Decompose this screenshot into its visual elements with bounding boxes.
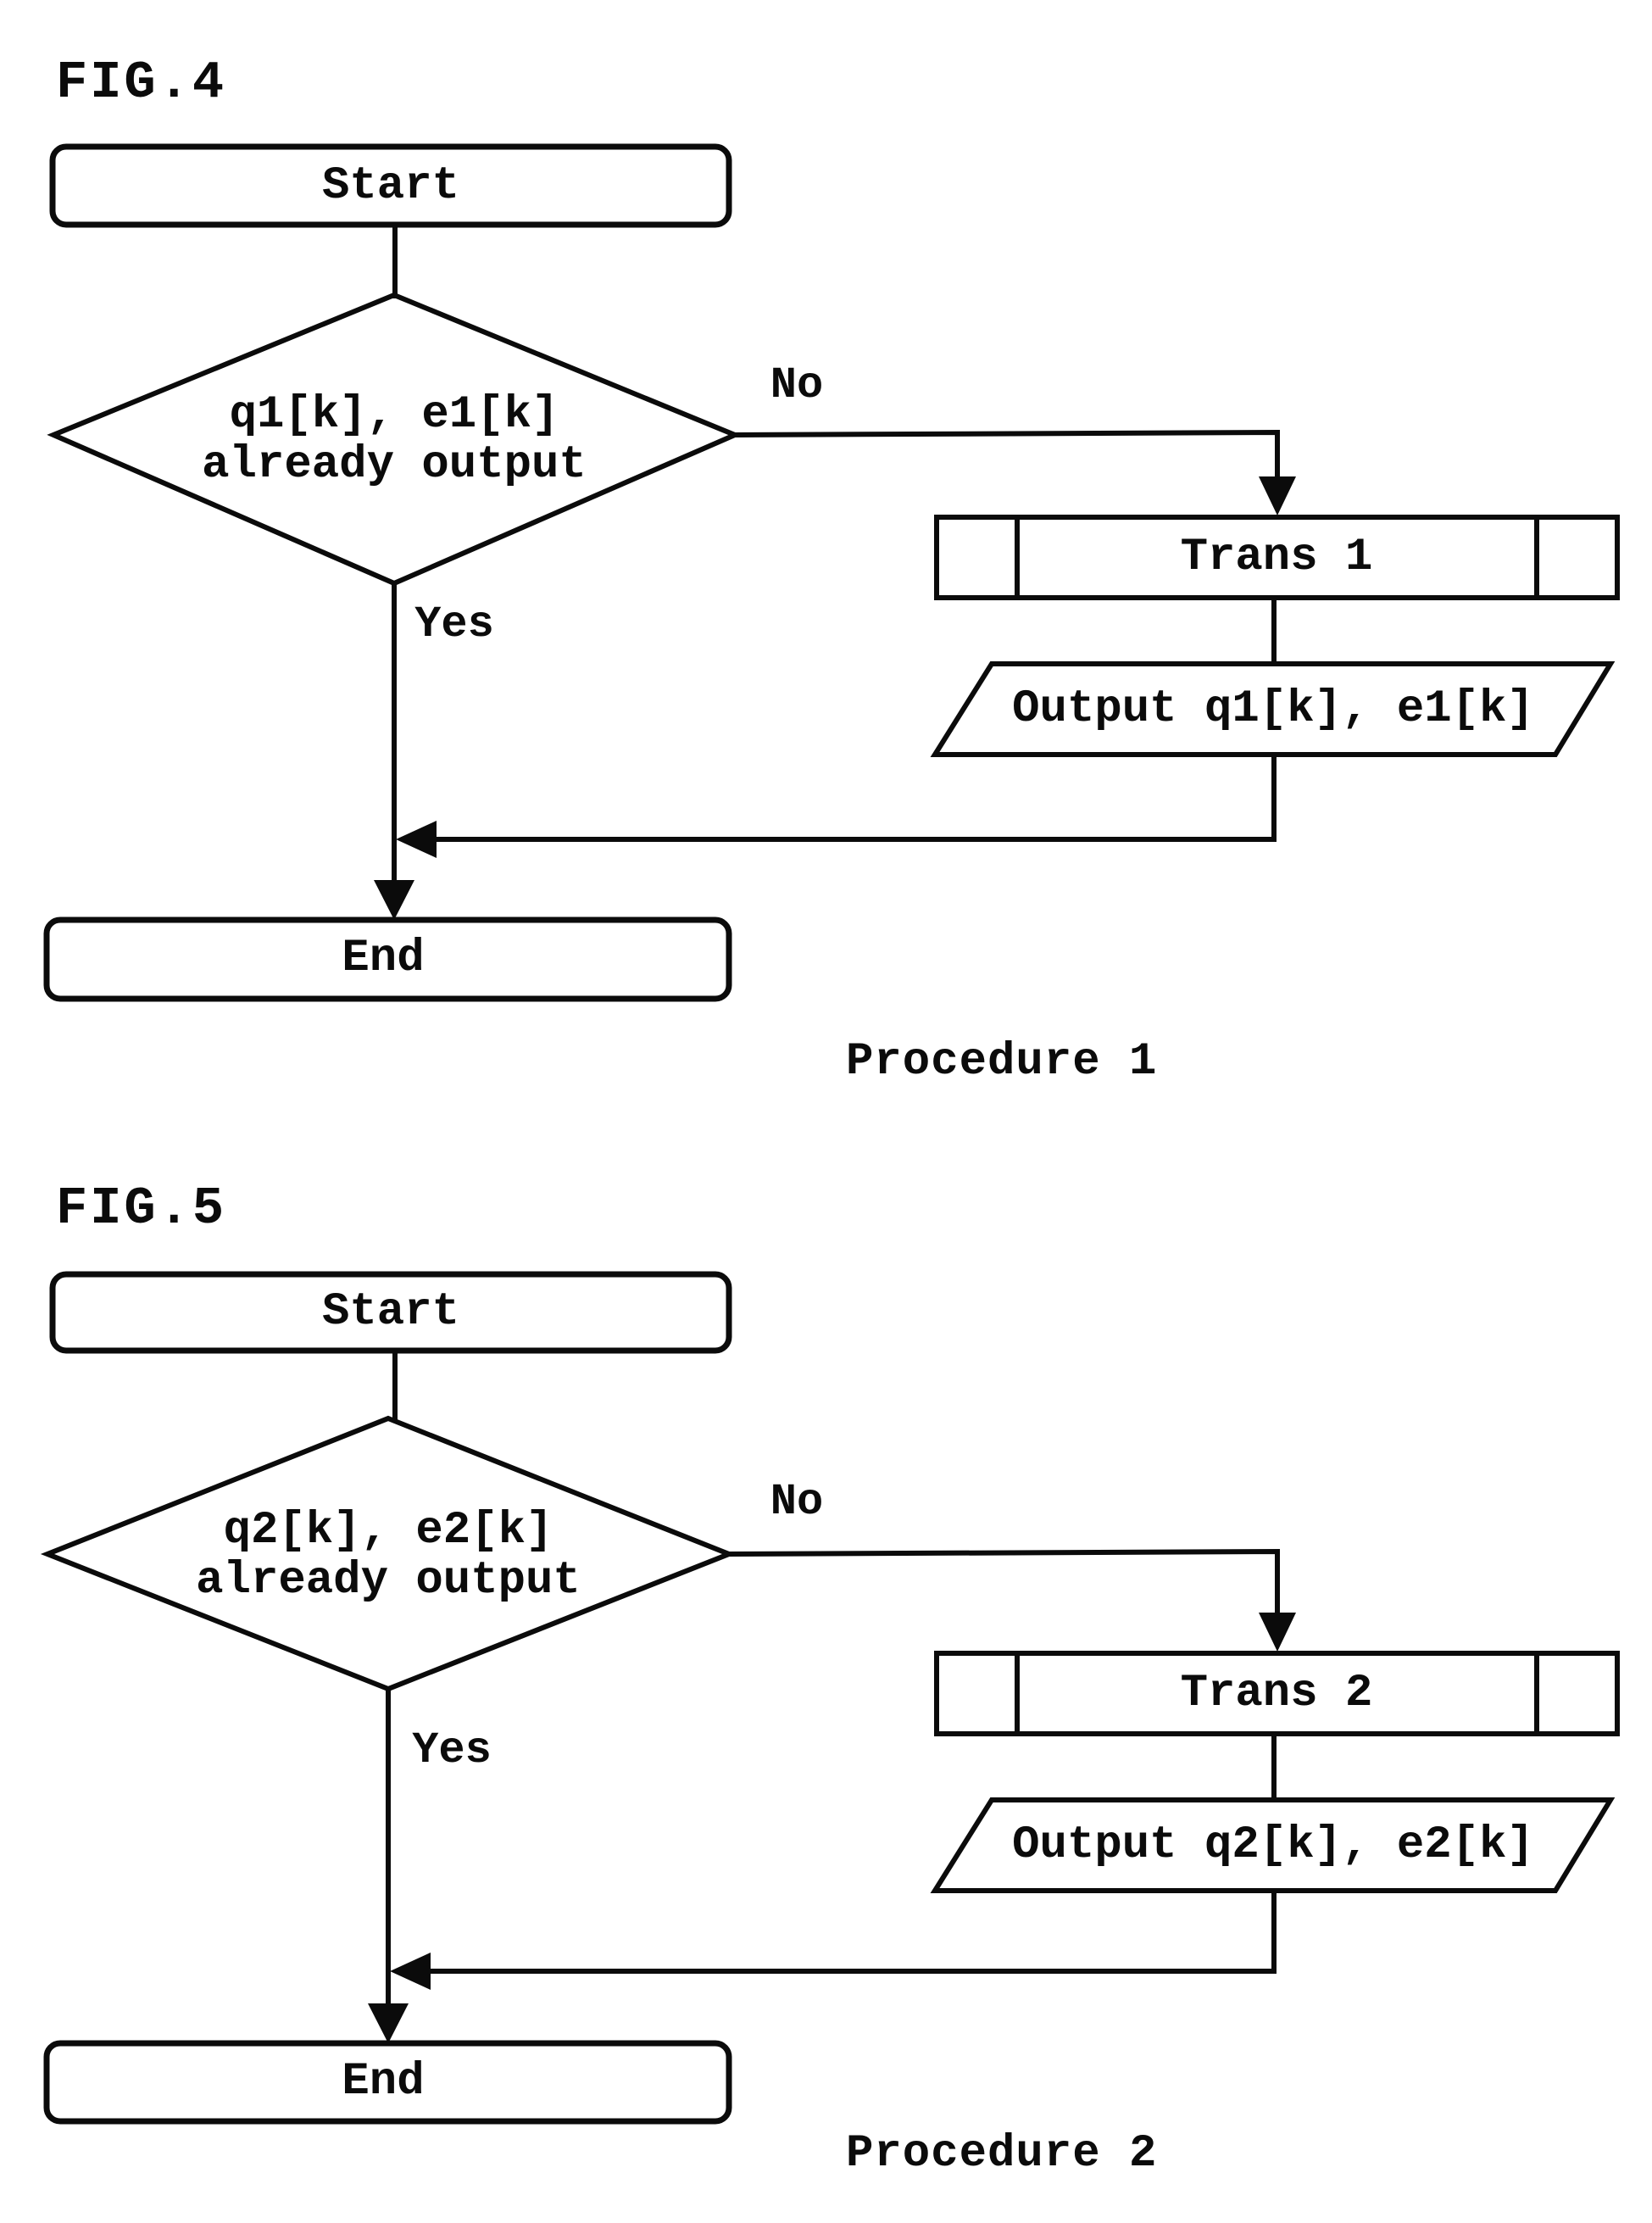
fig4-arrowhead-into-trans [1259, 476, 1296, 515]
fig4-start-node [49, 143, 732, 228]
figure-4-label: FIG.4 [56, 53, 227, 113]
fig5-output-node [930, 1797, 1616, 1893]
fig5-caption: Procedure 2 [846, 2128, 1158, 2180]
fig5-process-node [934, 1651, 1620, 1736]
fig5-start-label: Start [321, 1285, 460, 1338]
fig4-no-branch-label: No [770, 360, 824, 411]
fig4-caption: Procedure 1 [846, 1036, 1158, 1088]
figure-4-shapes [43, 143, 1620, 1002]
fig4-end-node [43, 916, 732, 1002]
fig5-end-node [43, 2040, 732, 2125]
figure-5-label: FIG.5 [56, 1178, 227, 1239]
fig4-end-label: End [342, 932, 425, 984]
fig5-arrowhead-into-end [368, 2003, 409, 2043]
fig5-line-no-branch [728, 1548, 1280, 1616]
fig5-end-label: End [342, 2055, 425, 2108]
fig4-arrowhead-into-end [374, 880, 414, 920]
fig4-yes-branch-label: Yes [414, 599, 494, 650]
fig4-arrowhead-merge-left [396, 821, 437, 858]
fig5-decision-text-line1: q2[k], e2[k] [223, 1504, 553, 1557]
fig5-start-node [49, 1271, 732, 1354]
figure-5-shapes [40, 1271, 1620, 2125]
fig4-line-no-branch [734, 429, 1280, 480]
fig5-line-output-to-merge [428, 1891, 1277, 1974]
fig4-decision-text-line2: already output [202, 438, 587, 491]
fig4-process-label: Trans 1 [1180, 531, 1373, 583]
fig4-decision-text-line1: q1[k], e1[k] [229, 388, 559, 441]
fig4-output-label: Output q1[k], e1[k] [1012, 682, 1534, 735]
fig5-arrowhead-merge-left [390, 1953, 431, 1990]
fig4-start-label: Start [321, 159, 460, 212]
fig5-arrowhead-into-trans [1259, 1613, 1296, 1652]
fig5-output-label: Output q2[k], e2[k] [1012, 1819, 1534, 1871]
fig4-line-output-to-merge [434, 755, 1277, 842]
fig4-output-node [930, 661, 1616, 757]
fig5-no-branch-label: No [770, 1477, 824, 1528]
fig5-yes-branch-label: Yes [412, 1725, 492, 1776]
fig5-decision-text-line2: already output [196, 1554, 581, 1607]
fig4-process-node [934, 515, 1620, 600]
fig5-process-label: Trans 2 [1180, 1667, 1373, 1719]
